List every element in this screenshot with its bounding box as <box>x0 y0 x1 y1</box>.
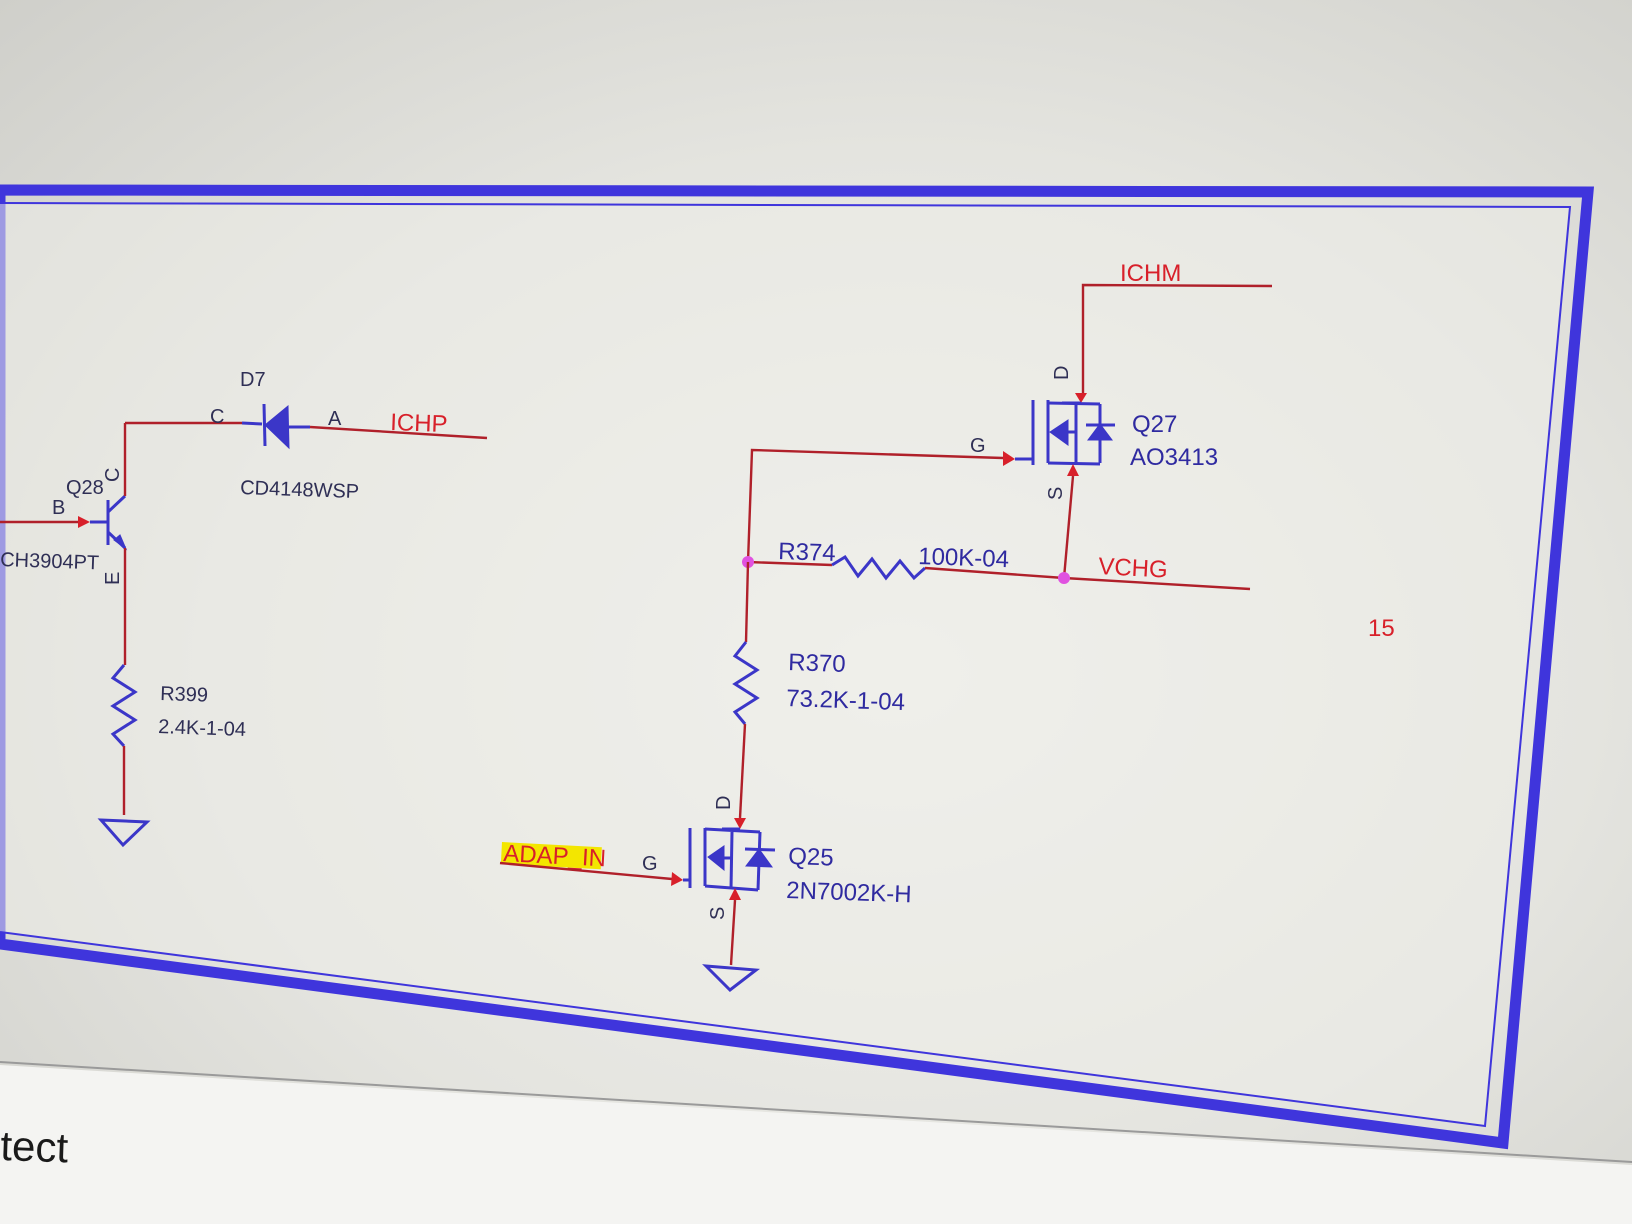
q27-pin-d: D <box>1051 366 1073 380</box>
q27-part: AO3413 <box>1130 444 1218 471</box>
net-vchg: VCHG <box>1098 553 1169 584</box>
q28-pin-b: B <box>52 497 65 519</box>
r370-value: 73.2K-1-04 <box>786 685 906 716</box>
d7-diode <box>241 403 310 450</box>
bottom-text: tect <box>0 1122 69 1171</box>
q28-ref: Q28 <box>66 477 104 499</box>
d7-part: CD4148WSP <box>240 477 360 503</box>
d7-pin-a: A <box>328 408 342 430</box>
gnd-symbol-q25 <box>702 964 761 992</box>
r374-right-wire <box>924 566 1065 580</box>
d7-ref: D7 <box>240 369 266 391</box>
d7-pin-c: C <box>210 406 224 428</box>
ichm-wire <box>1081 283 1273 397</box>
q27-pin-s: S <box>1045 487 1067 500</box>
q27-pin-g: G <box>970 435 986 457</box>
q25-pin-d: D <box>713 796 735 810</box>
sheet-number: 15 <box>1368 615 1395 642</box>
q28-part: CH3904PT <box>0 549 99 574</box>
q25-source-arrow <box>729 888 741 900</box>
junction-vchg <box>1058 572 1070 584</box>
gnd-symbol-r399 <box>97 818 151 848</box>
q25-pin-s: S <box>707 907 729 920</box>
q25-source-wire <box>729 899 737 966</box>
r370-resistor <box>732 641 760 725</box>
adap-in-highlight <box>500 842 602 870</box>
q27-source-arrow <box>1067 464 1079 476</box>
bottom-panel <box>0 1065 1632 1224</box>
r374-left-wire <box>747 560 833 567</box>
sheet-frame-outer <box>0 184 1595 1150</box>
sheet-frame-inner <box>0 202 1572 1128</box>
bottom-divider <box>0 1061 1632 1163</box>
sheet-area <box>0 203 1570 1126</box>
q27-mosfet <box>1031 393 1115 466</box>
ichp-wire <box>309 425 488 440</box>
q28-transistor <box>0 423 128 665</box>
r399-ref: R399 <box>160 683 209 707</box>
q28-pin-c: C <box>102 468 124 482</box>
q25-mosfet <box>688 818 776 892</box>
r374-resistor <box>831 554 927 581</box>
r374-value: 100K-04 <box>918 543 1010 573</box>
q25-gate-wire <box>499 861 673 881</box>
vchg-wire <box>1063 576 1251 591</box>
q27-ref: Q27 <box>1132 411 1177 438</box>
q25-ref: Q25 <box>788 843 834 872</box>
r399-resistor <box>110 664 138 815</box>
q28-pin-e: E <box>102 572 124 585</box>
net-ichp: ICHP <box>390 409 448 438</box>
q27-gate-arrow <box>1003 451 1015 466</box>
r399-value: 2.4K-1-04 <box>158 716 247 741</box>
q25-gate-arrow <box>671 872 683 886</box>
r370-ref: R370 <box>788 649 846 678</box>
r370-bottom-wire <box>738 723 747 819</box>
net-ichm: ICHM <box>1120 260 1181 287</box>
r370-top-wire <box>744 561 750 643</box>
q27-source-wire <box>1062 475 1075 579</box>
q27-gate-wire <box>746 448 1004 563</box>
r374-ref: R374 <box>778 538 836 567</box>
q25-part: 2N7002K-H <box>786 877 912 908</box>
q25-pin-g: G <box>642 853 658 875</box>
